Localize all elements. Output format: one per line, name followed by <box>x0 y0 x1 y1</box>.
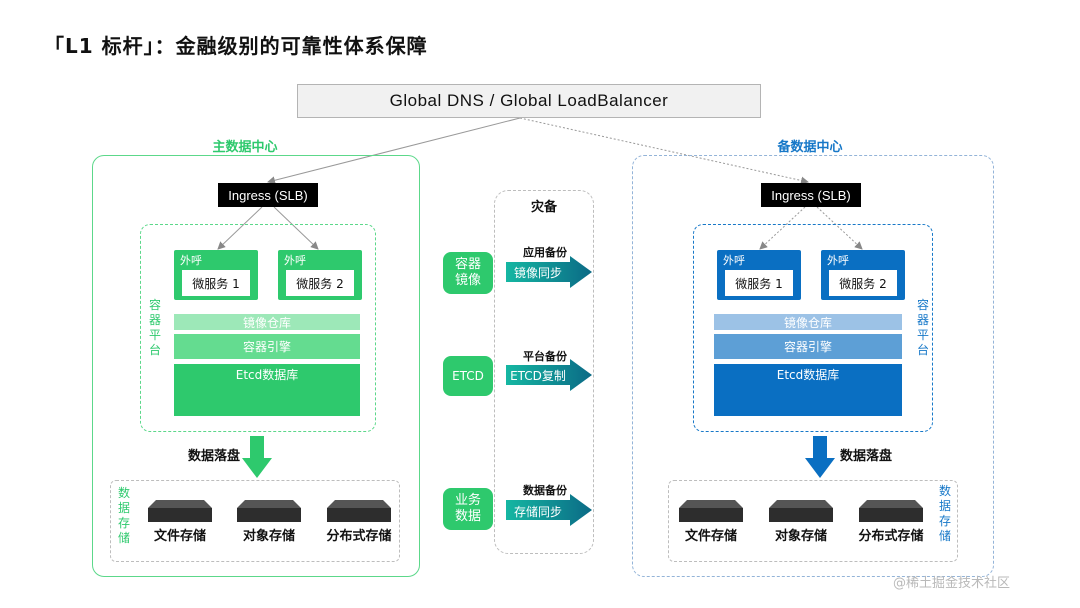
server-icon <box>769 500 833 522</box>
image-registry-main: 镜像仓库 <box>174 314 360 330</box>
watermark: @稀土掘金技术社区 <box>893 576 1011 591</box>
container-engine-main: 容器引擎 <box>174 334 360 359</box>
server-icon <box>859 500 923 522</box>
image-registry-backup: 镜像仓库 <box>714 314 902 330</box>
object-storage-backup: 对象存储 <box>774 529 827 544</box>
dr-arrow-storage-sync-label: 存储同步 <box>513 504 562 519</box>
main-dc-title: 主数据中心 <box>212 140 278 155</box>
microservice-label: 微服务 2 <box>829 270 897 296</box>
microservice-label: 微服务 2 <box>286 270 354 296</box>
disaster-recovery-title: 灾备 <box>530 200 557 215</box>
main-container-platform-label: 容器平台 <box>148 298 161 357</box>
outbound-tag: 外呼 <box>284 254 306 267</box>
ingress-main: Ingress (SLB) <box>218 183 318 207</box>
server-icon <box>679 500 743 522</box>
microservice-1-main: 外呼 微服务 1 <box>174 250 258 300</box>
server-icon <box>327 500 391 522</box>
dr-arrow-2 <box>506 359 592 391</box>
microservice-label: 微服务 1 <box>725 270 793 296</box>
etcd-database-label: Etcd数据库 <box>235 368 299 382</box>
container-engine-backup: 容器引擎 <box>714 334 902 359</box>
etcd-database-backup: Etcd数据库 <box>714 364 902 416</box>
microservice-2-main: 外呼 微服务 2 <box>278 250 362 300</box>
dr-arrow-1 <box>506 256 592 288</box>
line-ingress-to-svc1-main <box>217 206 263 250</box>
distributed-storage-backup: 分布式存储 <box>858 529 924 544</box>
line-dns-to-main <box>267 117 521 185</box>
line-ingress-to-svc2-main <box>273 206 319 250</box>
dr-source-container-image: 容器镜像 <box>443 252 493 294</box>
disaster-recovery-column <box>494 190 594 554</box>
data-disk-label-main: 数据落盘 <box>188 449 241 464</box>
server-icon <box>148 500 212 522</box>
line-dns-to-backup <box>519 117 809 185</box>
dr-source-business-data: 业务数据 <box>443 488 493 530</box>
outbound-tag: 外呼 <box>180 254 202 267</box>
microservice-1-backup: 外呼 微服务 1 <box>717 250 801 300</box>
main-storage-area <box>110 480 400 562</box>
backup-dc-title: 备数据中心 <box>777 140 843 155</box>
backup-storage-area <box>668 480 958 562</box>
down-arrow-main <box>242 436 272 478</box>
dr-data-backup-label: 数据备份 <box>523 484 567 497</box>
global-dns-box: Global DNS / Global LoadBalancer <box>297 84 761 118</box>
ingress-backup: Ingress (SLB) <box>761 183 861 207</box>
down-arrow-backup <box>805 436 835 478</box>
distributed-storage-main: 分布式存储 <box>326 529 392 544</box>
microservice-2-backup: 外呼 微服务 2 <box>821 250 905 300</box>
object-storage-main: 对象存储 <box>242 529 295 544</box>
main-data-center <box>92 155 420 577</box>
dr-platform-backup-label: 平台备份 <box>523 350 567 363</box>
data-disk-label-backup: 数据落盘 <box>840 449 893 464</box>
page-title: 「L1 标杆」：金融级别的可靠性体系保障 <box>44 34 428 58</box>
file-storage-backup: 文件存储 <box>684 529 737 544</box>
main-container-platform <box>140 224 376 432</box>
backup-data-center <box>632 155 994 577</box>
etcd-database-label: Etcd数据库 <box>776 368 840 382</box>
backup-container-platform-label: 容器平台 <box>916 298 929 357</box>
outbound-tag: 外呼 <box>723 254 745 267</box>
dr-arrow-etcd-replicate-label: ETCD复制 <box>510 368 566 383</box>
file-storage-main: 文件存储 <box>153 529 206 544</box>
etcd-database-main: Etcd数据库 <box>174 364 360 416</box>
backup-storage-label: 数据存储 <box>938 484 951 543</box>
dr-app-backup-label: 应用备份 <box>523 246 567 259</box>
backup-container-platform <box>693 224 933 432</box>
microservice-label: 微服务 1 <box>182 270 250 296</box>
server-icon <box>237 500 301 522</box>
dr-arrow-image-sync-label: 镜像同步 <box>513 265 562 280</box>
dr-source-etcd: ETCD <box>443 356 493 396</box>
main-storage-label: 数据存储 <box>117 486 130 545</box>
outbound-tag: 外呼 <box>827 254 849 267</box>
dr-arrow-3 <box>506 494 592 526</box>
